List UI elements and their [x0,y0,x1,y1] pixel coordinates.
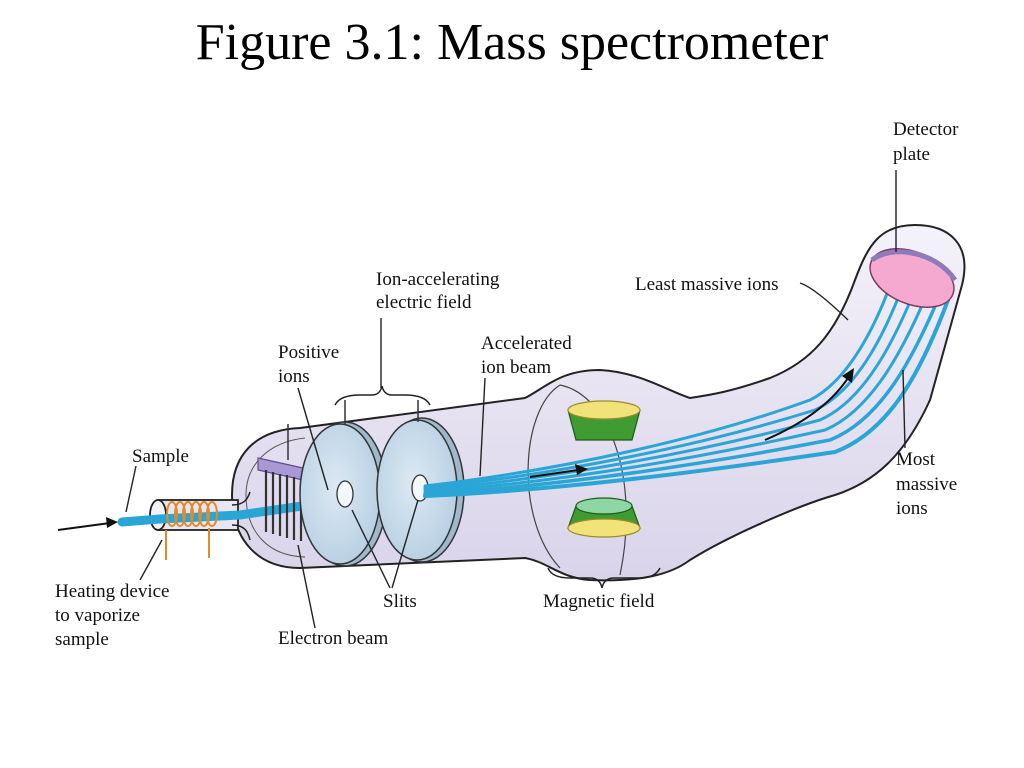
least-massive-ions-label: Least massive ions [635,274,779,295]
electron-gun [257,424,313,541]
tube-inner-contour [245,437,306,558]
magnet-top [567,400,641,441]
accelerating-plate-1 [299,421,388,567]
figure-title: Figure 3.1: Mass spectrometer [195,14,829,71]
most-massive-ions-label: Most massive ions [896,449,962,519]
inlet-arrow [57,517,118,531]
detector-plate-label: Detector plate [893,119,963,165]
sample-label: Sample [132,446,189,467]
positive-ions-label: Positive ions [278,342,344,387]
accelerating-plate-2 [376,417,465,563]
magnet-bottom [567,497,641,538]
beam-direction-arrow-1 [529,464,588,478]
slits-label: Slits [383,591,417,612]
brace-electric-field [334,385,431,406]
heating-coil [165,501,218,560]
electron-beam-label: Electron beam [278,628,388,649]
detector-plate [869,248,958,308]
magnetic-field-label: Magnetic field [543,591,655,612]
brace-magnetic-field [547,567,661,589]
beam-direction-arrow-2 [764,368,854,441]
heating-device-label: Heating device to vaporize sample [55,581,174,650]
accelerated-ion-beam-label: Accelerated ion beam [481,333,576,378]
ion-accelerating-field-label: Ion-accelerating electric field [376,269,504,313]
ion-beams [423,260,950,498]
tube-back-edge [559,384,627,576]
tube-front-edge [527,384,561,569]
leader-lines [125,170,906,629]
